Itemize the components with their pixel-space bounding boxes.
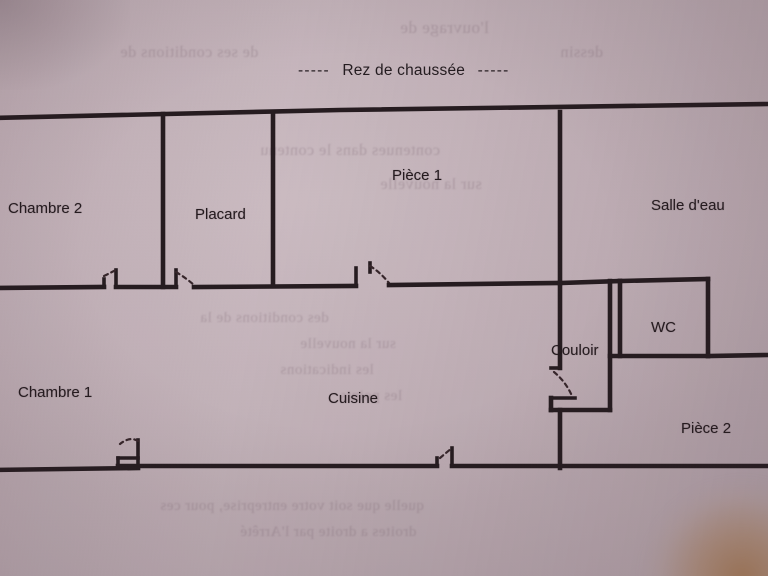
room-label-couloir: Couloir bbox=[551, 342, 599, 359]
door-swing-chambre1 bbox=[118, 437, 140, 446]
title-dash-right: ----- bbox=[477, 62, 510, 79]
door-swing-piece1 bbox=[368, 264, 391, 285]
room-label-salle-d-eau: Salle d'eau bbox=[651, 197, 725, 214]
wall-piece2-top bbox=[705, 352, 768, 359]
wall-middle-right bbox=[386, 280, 563, 288]
room-label-cuisine: Cuisine bbox=[328, 390, 379, 407]
title-text: Rez de chaussée bbox=[342, 62, 466, 79]
door-swing-couloir bbox=[552, 370, 574, 398]
wall-bottom-left bbox=[0, 465, 141, 473]
plan-title: ----- Rez de chaussée ----- bbox=[298, 62, 509, 80]
wall-middle-left-a bbox=[0, 284, 107, 291]
room-label-chambre-2: Chambre 2 bbox=[8, 200, 83, 217]
title-dash-left: ----- bbox=[298, 62, 330, 79]
wall-wc-top bbox=[617, 276, 711, 284]
room-label-placard: Placard bbox=[195, 206, 246, 223]
room-label-chambre-1: Chambre 1 bbox=[18, 384, 93, 401]
room-label-wc: WC bbox=[651, 319, 676, 336]
door-swing-placard bbox=[174, 270, 196, 287]
room-label-piece-2: Pièce 2 bbox=[681, 420, 732, 437]
room-label-piece-1: Pièce 1 bbox=[392, 167, 443, 184]
door-swing-chambre2 bbox=[102, 268, 118, 278]
wall-top-outer bbox=[0, 101, 768, 121]
door-swing-cuisine bbox=[438, 446, 454, 460]
